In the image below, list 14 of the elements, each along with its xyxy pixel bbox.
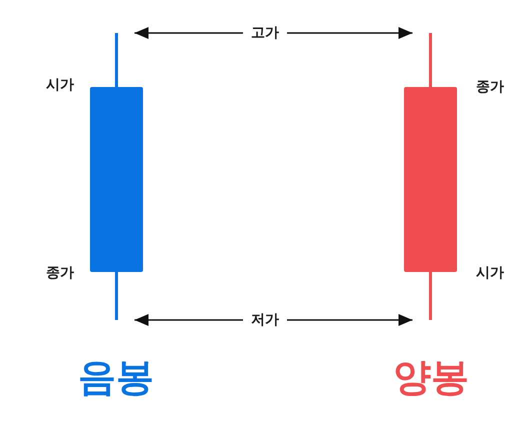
price-label: 시가	[46, 76, 74, 94]
candle-caption: 양봉	[393, 355, 469, 399]
candle-caption: 음봉	[78, 355, 154, 399]
candlestick	[404, 33, 457, 320]
price-label: 종가	[476, 78, 504, 96]
price-label: 종가	[46, 264, 74, 282]
price-label: 고가	[243, 24, 287, 42]
candlestick	[90, 33, 143, 320]
arrow	[287, 314, 412, 326]
arrow	[134, 314, 243, 326]
arrow	[134, 27, 243, 39]
price-label: 저가	[243, 311, 287, 329]
price-label: 시가	[476, 264, 504, 282]
arrow	[287, 27, 412, 39]
